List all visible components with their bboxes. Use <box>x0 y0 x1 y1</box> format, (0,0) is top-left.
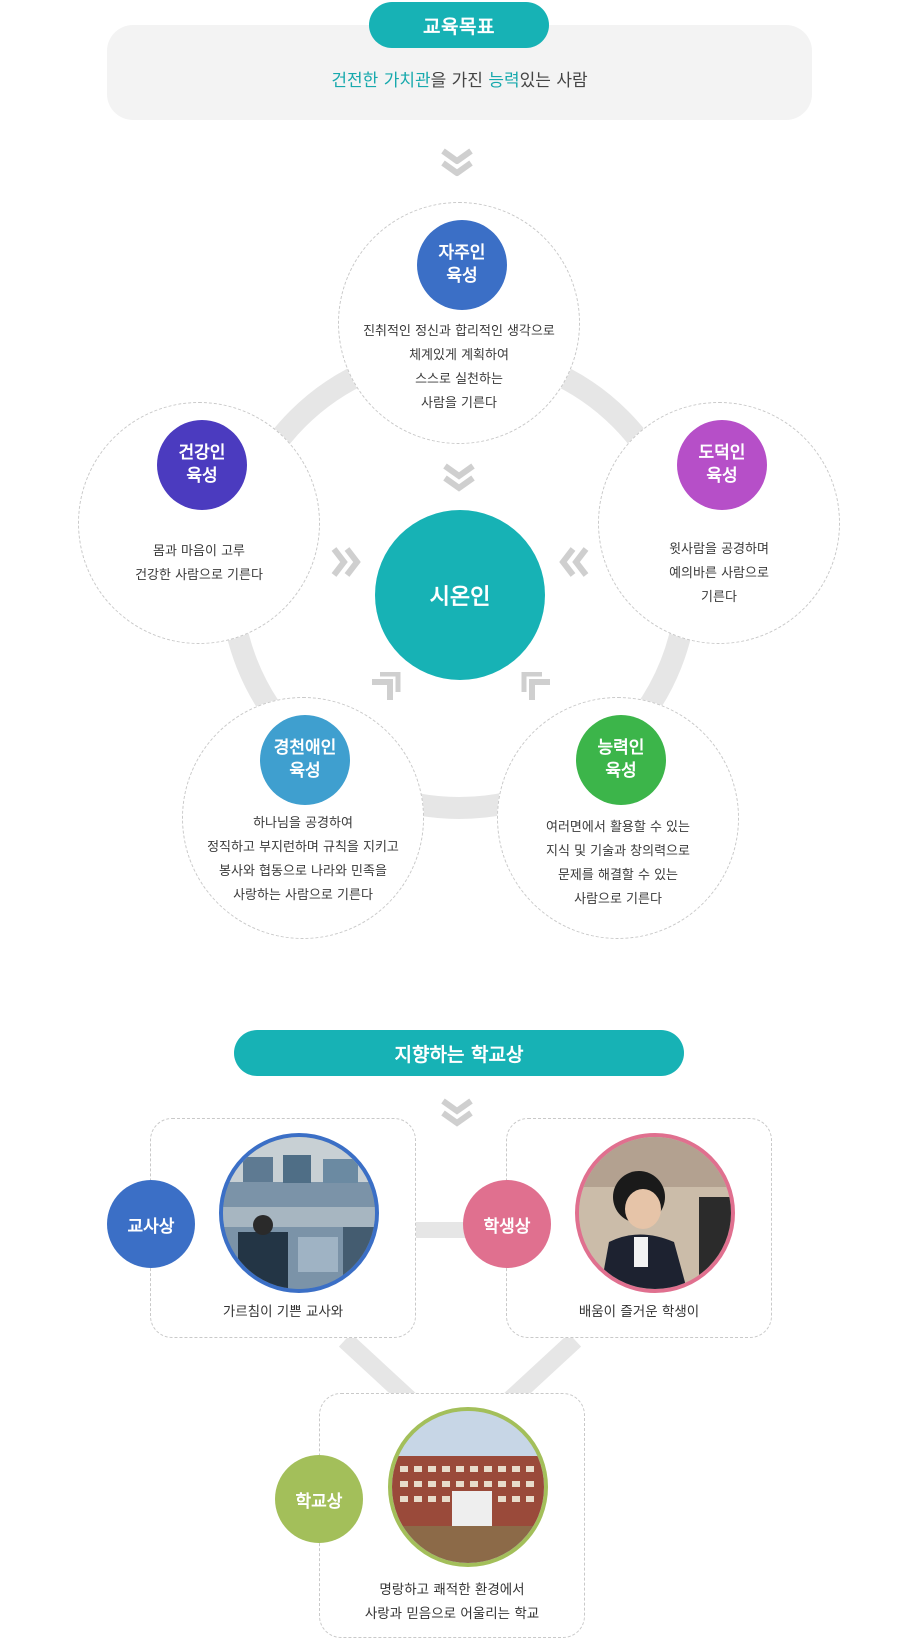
teacher-caption: 가르침이 기쁜 교사와 <box>222 1304 344 1320</box>
goal-statement: 건전한 가치관을 가진 능력있는 사람 <box>331 71 588 91</box>
goal-title: 교육목표 <box>369 2 549 48</box>
chevron-up-left-icon <box>521 672 550 700</box>
goal-highlight-ability: 능력 <box>488 71 520 91</box>
teacher-label: 교사상 <box>107 1180 195 1268</box>
center-circle: 시온인 <box>375 510 545 680</box>
goal-highlight-values: 건전한 가치관 <box>331 71 431 91</box>
chevron-up-right-icon <box>372 672 401 700</box>
chevron-right-icon <box>331 547 361 577</box>
teacher-photo <box>219 1133 379 1293</box>
desc-health: 몸과 마음이 고루 건강한 사람으로 기른다 <box>135 544 263 583</box>
chevron-down-icon <box>441 1098 473 1127</box>
desc-morality: 윗사람을 공경하며 예의바른 사람으로 기른다 <box>669 542 769 605</box>
chevron-down-icon <box>441 148 473 176</box>
school-ideal-title: 지향하는 학교상 <box>234 1030 684 1076</box>
student-label: 학생상 <box>463 1180 551 1268</box>
desc-ability: 여러면에서 활용할 수 있는 지식 및 기술과 창의력으로 문제를 해결할 수 … <box>546 820 690 907</box>
school-caption: 명랑하고 쾌적한 환경에서 사랑과 믿음으로 어울리는 학교 <box>364 1582 540 1622</box>
desc-autonomy: 진취적인 정신과 합리적인 생각으로 체계있게 계획하여 스스로 실천하는 사람… <box>363 324 555 411</box>
chevron-left-icon <box>559 547 589 577</box>
school-label: 학교상 <box>275 1455 363 1543</box>
desc-piety: 하나님을 공경하여 정직하고 부지런하며 규칙을 지키고 봉사와 협동으로 나라… <box>207 816 399 903</box>
chevron-down-icon <box>443 463 475 492</box>
school-photo <box>388 1407 548 1567</box>
student-photo <box>575 1133 735 1293</box>
student-caption: 배움이 즐거운 학생이 <box>578 1304 700 1320</box>
